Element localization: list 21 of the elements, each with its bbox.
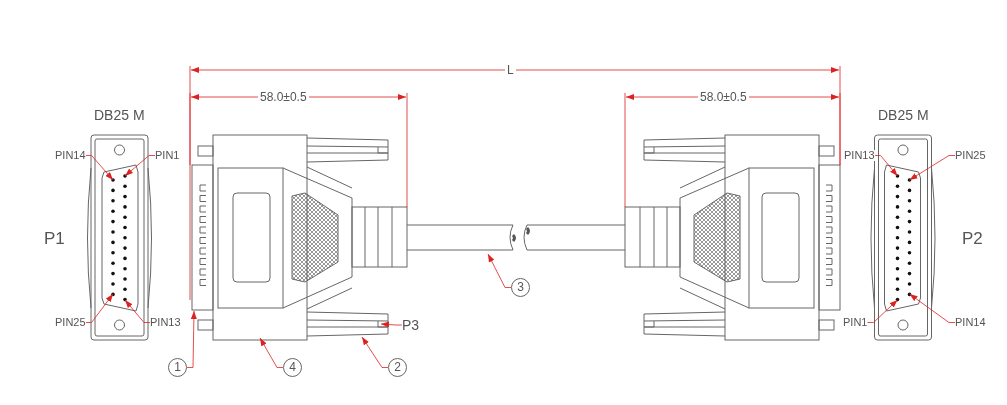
pin-label: PIN25: [55, 317, 86, 328]
pin-label: PIN13: [844, 150, 875, 161]
dimension-label: 58.0±0.5: [698, 91, 749, 103]
dimension-label: 58.0±0.5: [258, 91, 309, 103]
callout-number: 2: [388, 358, 407, 377]
pin-label: PIN1: [843, 317, 868, 328]
pin-label: PIN14: [55, 150, 86, 161]
callout-number: 3: [511, 278, 530, 297]
connector-flange: [191, 164, 214, 311]
connector-label: P2: [962, 230, 983, 247]
pin-label: PIN13: [150, 317, 181, 328]
connector-label: P1: [44, 230, 65, 247]
pin-label: PIN14: [955, 317, 986, 328]
dimension-label: L: [505, 64, 516, 76]
connector-label: DB25 M: [878, 108, 929, 122]
pin-label: PIN25: [955, 150, 986, 161]
callout-number: 1: [168, 358, 187, 377]
part-label: P3: [402, 318, 420, 332]
connector-label: DB25 M: [94, 108, 145, 122]
callout-number: 4: [283, 358, 302, 377]
pin-label: PIN1: [155, 150, 180, 161]
